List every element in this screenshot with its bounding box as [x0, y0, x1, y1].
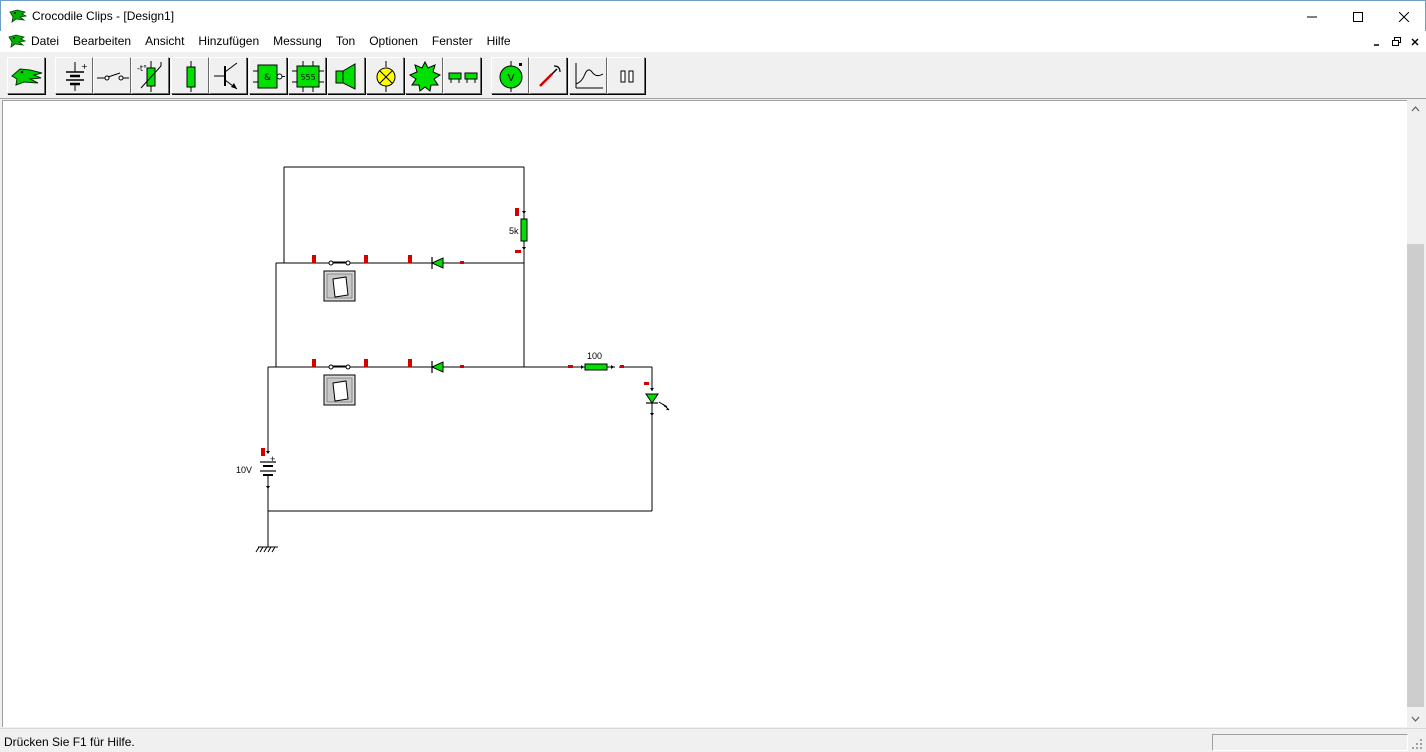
scroll-down-button[interactable] [1407, 710, 1424, 727]
menu-optionen[interactable]: Optionen [369, 34, 418, 48]
maximize-icon [1353, 11, 1363, 22]
menu-hilfe[interactable]: Hilfe [486, 34, 511, 48]
resistor-100-label: 100 [587, 351, 602, 361]
circuit-canvas[interactable]: 5k [2, 100, 1407, 727]
toolbar-relay-button[interactable] [443, 57, 481, 94]
diode-1[interactable] [408, 255, 464, 269]
maximize-button[interactable] [1335, 1, 1381, 32]
speaker-icon [335, 63, 356, 90]
timer-555-label: 555 [300, 73, 315, 82]
close-icon [1399, 11, 1409, 22]
diode-2[interactable] [408, 359, 464, 373]
menu-ton[interactable]: Ton [335, 34, 356, 48]
toolbar-speaker-button[interactable] [327, 57, 365, 94]
resistor-5k[interactable] [515, 208, 528, 253]
crocodile-icon [11, 68, 43, 86]
resistor-icon [186, 61, 196, 92]
scroll-up-button[interactable] [1407, 100, 1424, 117]
close-button[interactable] [1381, 1, 1426, 32]
crocodile-app-icon [9, 9, 27, 23]
battery-plus-sign: + [270, 454, 275, 464]
resistor-5k-label: 5k [509, 226, 519, 236]
minimize-icon [1374, 43, 1379, 46]
status-text: Drücken Sie F1 für Hilfe. [4, 735, 135, 749]
toolbar-pause-button[interactable] [607, 57, 645, 94]
timer-555-icon: 555 [292, 61, 324, 92]
switch-1[interactable] [312, 255, 368, 266]
vertical-scrollbar[interactable] [1407, 100, 1424, 727]
relay-icon [448, 72, 478, 83]
switch-1-toggle[interactable] [323, 270, 356, 302]
probe-icon [539, 65, 561, 87]
toolbar-graph-button[interactable] [569, 57, 607, 94]
toolbar-lamp-button[interactable] [366, 57, 404, 94]
menu-bearbeiten[interactable]: Bearbeiten [73, 34, 132, 48]
graph-icon [575, 63, 604, 89]
toolbar-crocodile-button[interactable] [7, 57, 45, 94]
menu-bar: Datei Bearbeiten Ansicht Hinzufügen Mess… [0, 31, 1426, 51]
toolbar: + -t° [0, 51, 1426, 99]
mdi-minimize-button[interactable] [1370, 35, 1384, 48]
window-title: Crocodile Clips - [Design1] [32, 9, 175, 23]
toolbar-battery-button[interactable]: + [55, 57, 93, 94]
menu-messung[interactable]: Messung [273, 34, 322, 48]
resistor-100[interactable] [568, 363, 624, 371]
toolbar-switch-button[interactable] [93, 57, 131, 94]
buzzer-icon [408, 60, 442, 92]
switch-icon [97, 72, 129, 81]
chevron-down-icon [1411, 716, 1420, 722]
mdi-close-button[interactable] [1408, 35, 1422, 48]
title-bar: Crocodile Clips - [Design1] [0, 0, 1426, 31]
pause-icon [620, 70, 634, 83]
toolbar-buzzer-button[interactable] [405, 57, 443, 94]
menu-ansicht[interactable]: Ansicht [145, 34, 185, 48]
close-icon [1411, 38, 1419, 45]
battery-10v-label: 10V [236, 465, 252, 475]
resize-grip-icon[interactable] [1412, 739, 1422, 749]
chevron-up-icon [1411, 105, 1420, 111]
scroll-thumb[interactable] [1407, 244, 1424, 707]
lamp-icon [376, 61, 396, 92]
toolbar-resistor-button[interactable] [171, 57, 209, 94]
led[interactable] [644, 382, 670, 417]
menu-fenster[interactable]: Fenster [431, 34, 473, 48]
toolbar-timer-555-button[interactable]: 555 [288, 57, 326, 94]
minimize-button[interactable] [1289, 1, 1335, 32]
switch-2[interactable] [312, 359, 368, 370]
minimize-icon [1307, 16, 1317, 17]
status-pane [1212, 734, 1408, 751]
status-bar: Drücken Sie F1 für Hilfe. [0, 728, 1426, 752]
transistor-icon [214, 62, 238, 90]
document-crocodile-icon[interactable] [8, 33, 26, 49]
battery-10v[interactable] [260, 448, 276, 491]
logic-gate-icon: & [253, 64, 285, 89]
voltmeter-icon: V [499, 61, 523, 92]
toolbar-probe-button[interactable] [529, 57, 567, 94]
voltmeter-label: V [508, 73, 515, 84]
circuit-diagram: 5k [236, 166, 670, 553]
wires [267, 166, 653, 547]
svg-text:-t°: -t° [137, 64, 147, 73]
restore-icon [1391, 37, 1401, 46]
menu-datei[interactable]: Datei [31, 34, 60, 48]
mdi-restore-button[interactable] [1389, 35, 1403, 48]
svg-text:+: + [81, 62, 88, 71]
logic-gate-label: & [264, 73, 271, 83]
switch-2-toggle[interactable] [323, 374, 356, 406]
menu-hinzufuegen[interactable]: Hinzufügen [198, 34, 260, 48]
toolbar-thermistor-button[interactable]: -t° [131, 57, 169, 94]
ground-symbol[interactable] [255, 546, 278, 553]
battery-icon: + [66, 62, 88, 91]
toolbar-logic-gate-button[interactable]: & [249, 57, 287, 94]
toolbar-voltmeter-button[interactable]: V [491, 57, 529, 94]
toolbar-transistor-button[interactable] [209, 57, 247, 94]
thermistor-icon: -t° [137, 61, 162, 92]
